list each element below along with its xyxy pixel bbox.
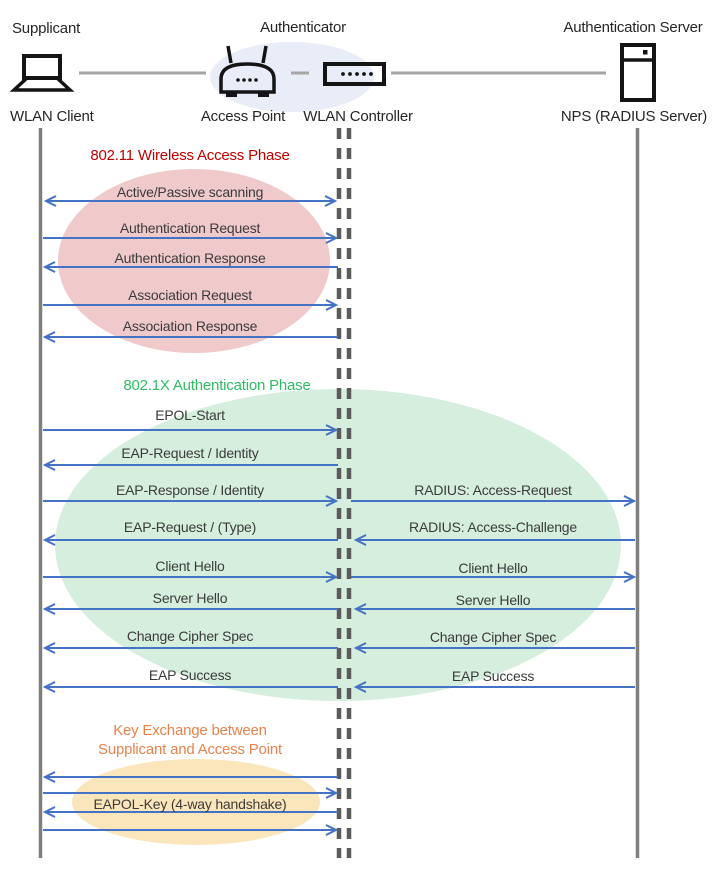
message-label: EAP-Request / Identity bbox=[121, 445, 259, 461]
phase2-title: 802.1X Authentication Phase bbox=[123, 377, 311, 394]
phase1-title: 802.11 Wireless Access Phase bbox=[90, 147, 290, 164]
role-authenticator: Authenticator bbox=[260, 19, 346, 36]
message-label: Authentication Request bbox=[119, 220, 261, 236]
message-label: EPOL-Start bbox=[155, 407, 225, 423]
phase3-title-line2: Supplicant and Access Point bbox=[98, 741, 282, 758]
access-point-icon bbox=[219, 45, 276, 97]
message-label: Change Cipher Spec bbox=[429, 629, 557, 645]
role-supplicant: Supplicant bbox=[12, 20, 81, 37]
message-label: EAP-Response / Identity bbox=[116, 482, 264, 498]
message-label: Change Cipher Spec bbox=[126, 628, 254, 644]
phase2-ellipse bbox=[55, 389, 621, 701]
phase3-ellipse bbox=[72, 759, 320, 845]
message-label: EAP-Request / (Type) bbox=[123, 519, 257, 535]
message-label: Active/Passive scanning bbox=[116, 184, 264, 200]
message-label: Server Hello bbox=[455, 592, 531, 608]
laptop-icon bbox=[9, 54, 75, 92]
message-label: Client Hello bbox=[155, 558, 225, 574]
message-label: Association Request bbox=[128, 287, 252, 303]
message-label: RADIUS: Access-Request bbox=[414, 482, 572, 498]
device-wlan-client: WLAN Client bbox=[10, 108, 94, 125]
device-access-point: Access Point bbox=[200, 108, 286, 125]
message-label: Authentication Response bbox=[114, 250, 266, 266]
message-label: EAP Success bbox=[451, 668, 535, 684]
wlan-controller-icon bbox=[323, 62, 386, 86]
server-icon bbox=[620, 43, 656, 102]
message-label: Association Response bbox=[122, 318, 258, 334]
authenticator-group-ellipse bbox=[210, 42, 374, 112]
phase3-title-line1: Key Exchange between bbox=[113, 722, 267, 739]
message-label: EAPOL-Key (4-way handshake) bbox=[93, 796, 287, 812]
message-arrows bbox=[43, 201, 635, 830]
message-label: EAP Success bbox=[148, 667, 232, 683]
role-authentication-server: Authentication Server bbox=[563, 19, 703, 36]
device-nps: NPS (RADIUS Server) bbox=[560, 108, 708, 125]
device-wlan-controller: WLAN Controller bbox=[303, 108, 413, 125]
phase1-ellipse bbox=[58, 169, 330, 353]
message-label: Client Hello bbox=[458, 560, 528, 576]
message-label: Server Hello bbox=[152, 590, 228, 606]
message-label: RADIUS: Access-Challenge bbox=[409, 519, 577, 535]
